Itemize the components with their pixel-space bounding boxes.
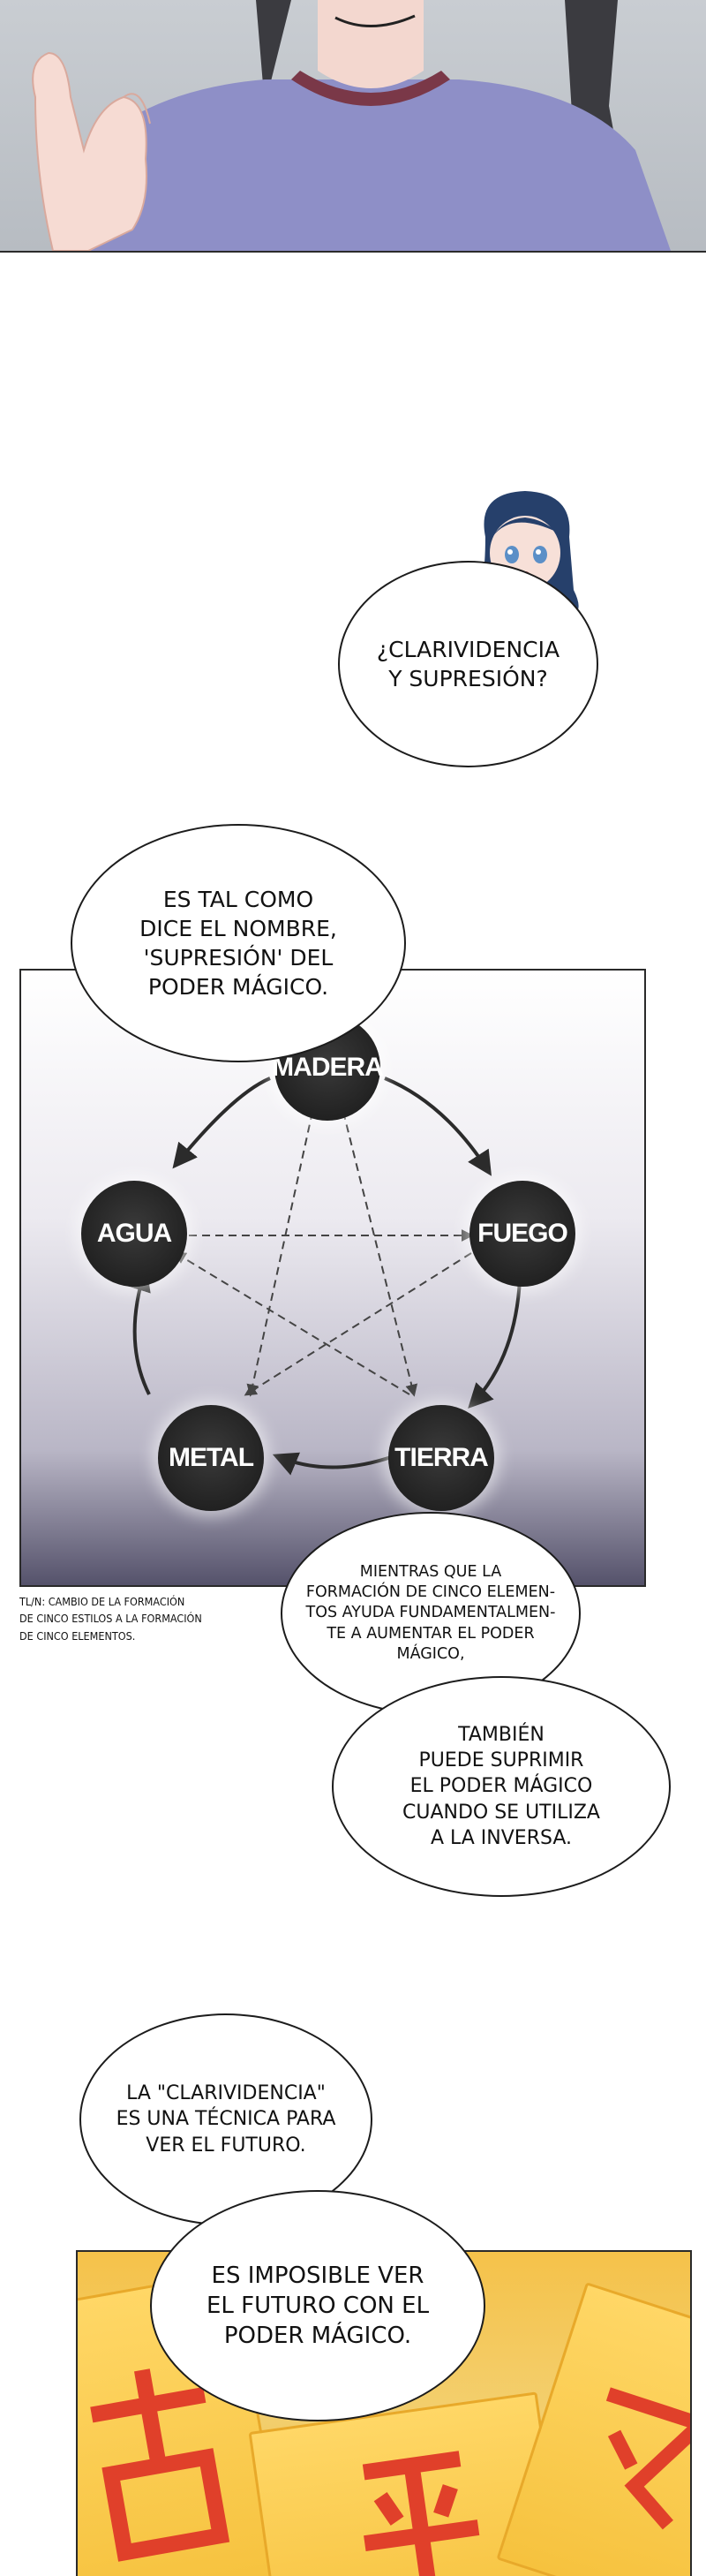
bubble-text: LA "CLARIVIDENCIA" ES UNA TÉCNICA PARA V…: [116, 2082, 336, 2157]
bubble-text: ES TAL COMO DICE EL NOMBRE, 'SUPRESIÓN' …: [139, 887, 337, 1000]
node-metal: METAL: [158, 1405, 264, 1511]
bubble-text: ¿CLARIVIDENCIA Y SUPRESIÓN?: [376, 637, 560, 691]
character-illustration: [32, 0, 671, 251]
speech-bubble-question: ¿CLARIVIDENCIA Y SUPRESIÓN?: [338, 561, 598, 767]
bubble-text: TAMBIÉN PUEDE SUPRIMIR EL PODER MÁGICO C…: [402, 1724, 600, 1849]
top-panel: [0, 0, 706, 253]
diagram-arrows: [126, 1076, 522, 1476]
node-earth: TIERRA: [388, 1405, 494, 1511]
node-water: AGUA: [81, 1181, 187, 1287]
talisman-glyph: [90, 2368, 230, 2562]
talisman-card: [248, 2391, 569, 2576]
speech-bubble-explanation: ES TAL COMO DICE EL NOMBRE, 'SUPRESIÓN' …: [71, 824, 406, 1062]
talisman-card: [78, 2270, 289, 2576]
bubble-text: MIENTRAS QUE LA FORMACIÓN DE CINCO ELEME…: [305, 1563, 556, 1663]
talisman-glyph: [362, 2451, 480, 2576]
bubble-text: ES IMPOSIBLE VER EL FUTURO CON EL PODER …: [206, 2262, 430, 2350]
translator-note: TL/N: CAMBIO DE LA FORMACIÓN DE CINCO ES…: [19, 1595, 202, 1643]
talisman-card: [496, 2282, 690, 2576]
speech-bubble-impossible: ES IMPOSIBLE VER EL FUTURO CON EL PODER …: [150, 2190, 485, 2421]
five-elements-diagram: MADERA FUEGO TIERRA METAL AGUA: [19, 969, 646, 1587]
speech-bubble-suppress: TAMBIÉN PUEDE SUPRIMIR EL PODER MÁGICO C…: [332, 1676, 671, 1897]
node-fire: FUEGO: [469, 1181, 575, 1287]
talisman-glyph: [605, 2387, 690, 2530]
